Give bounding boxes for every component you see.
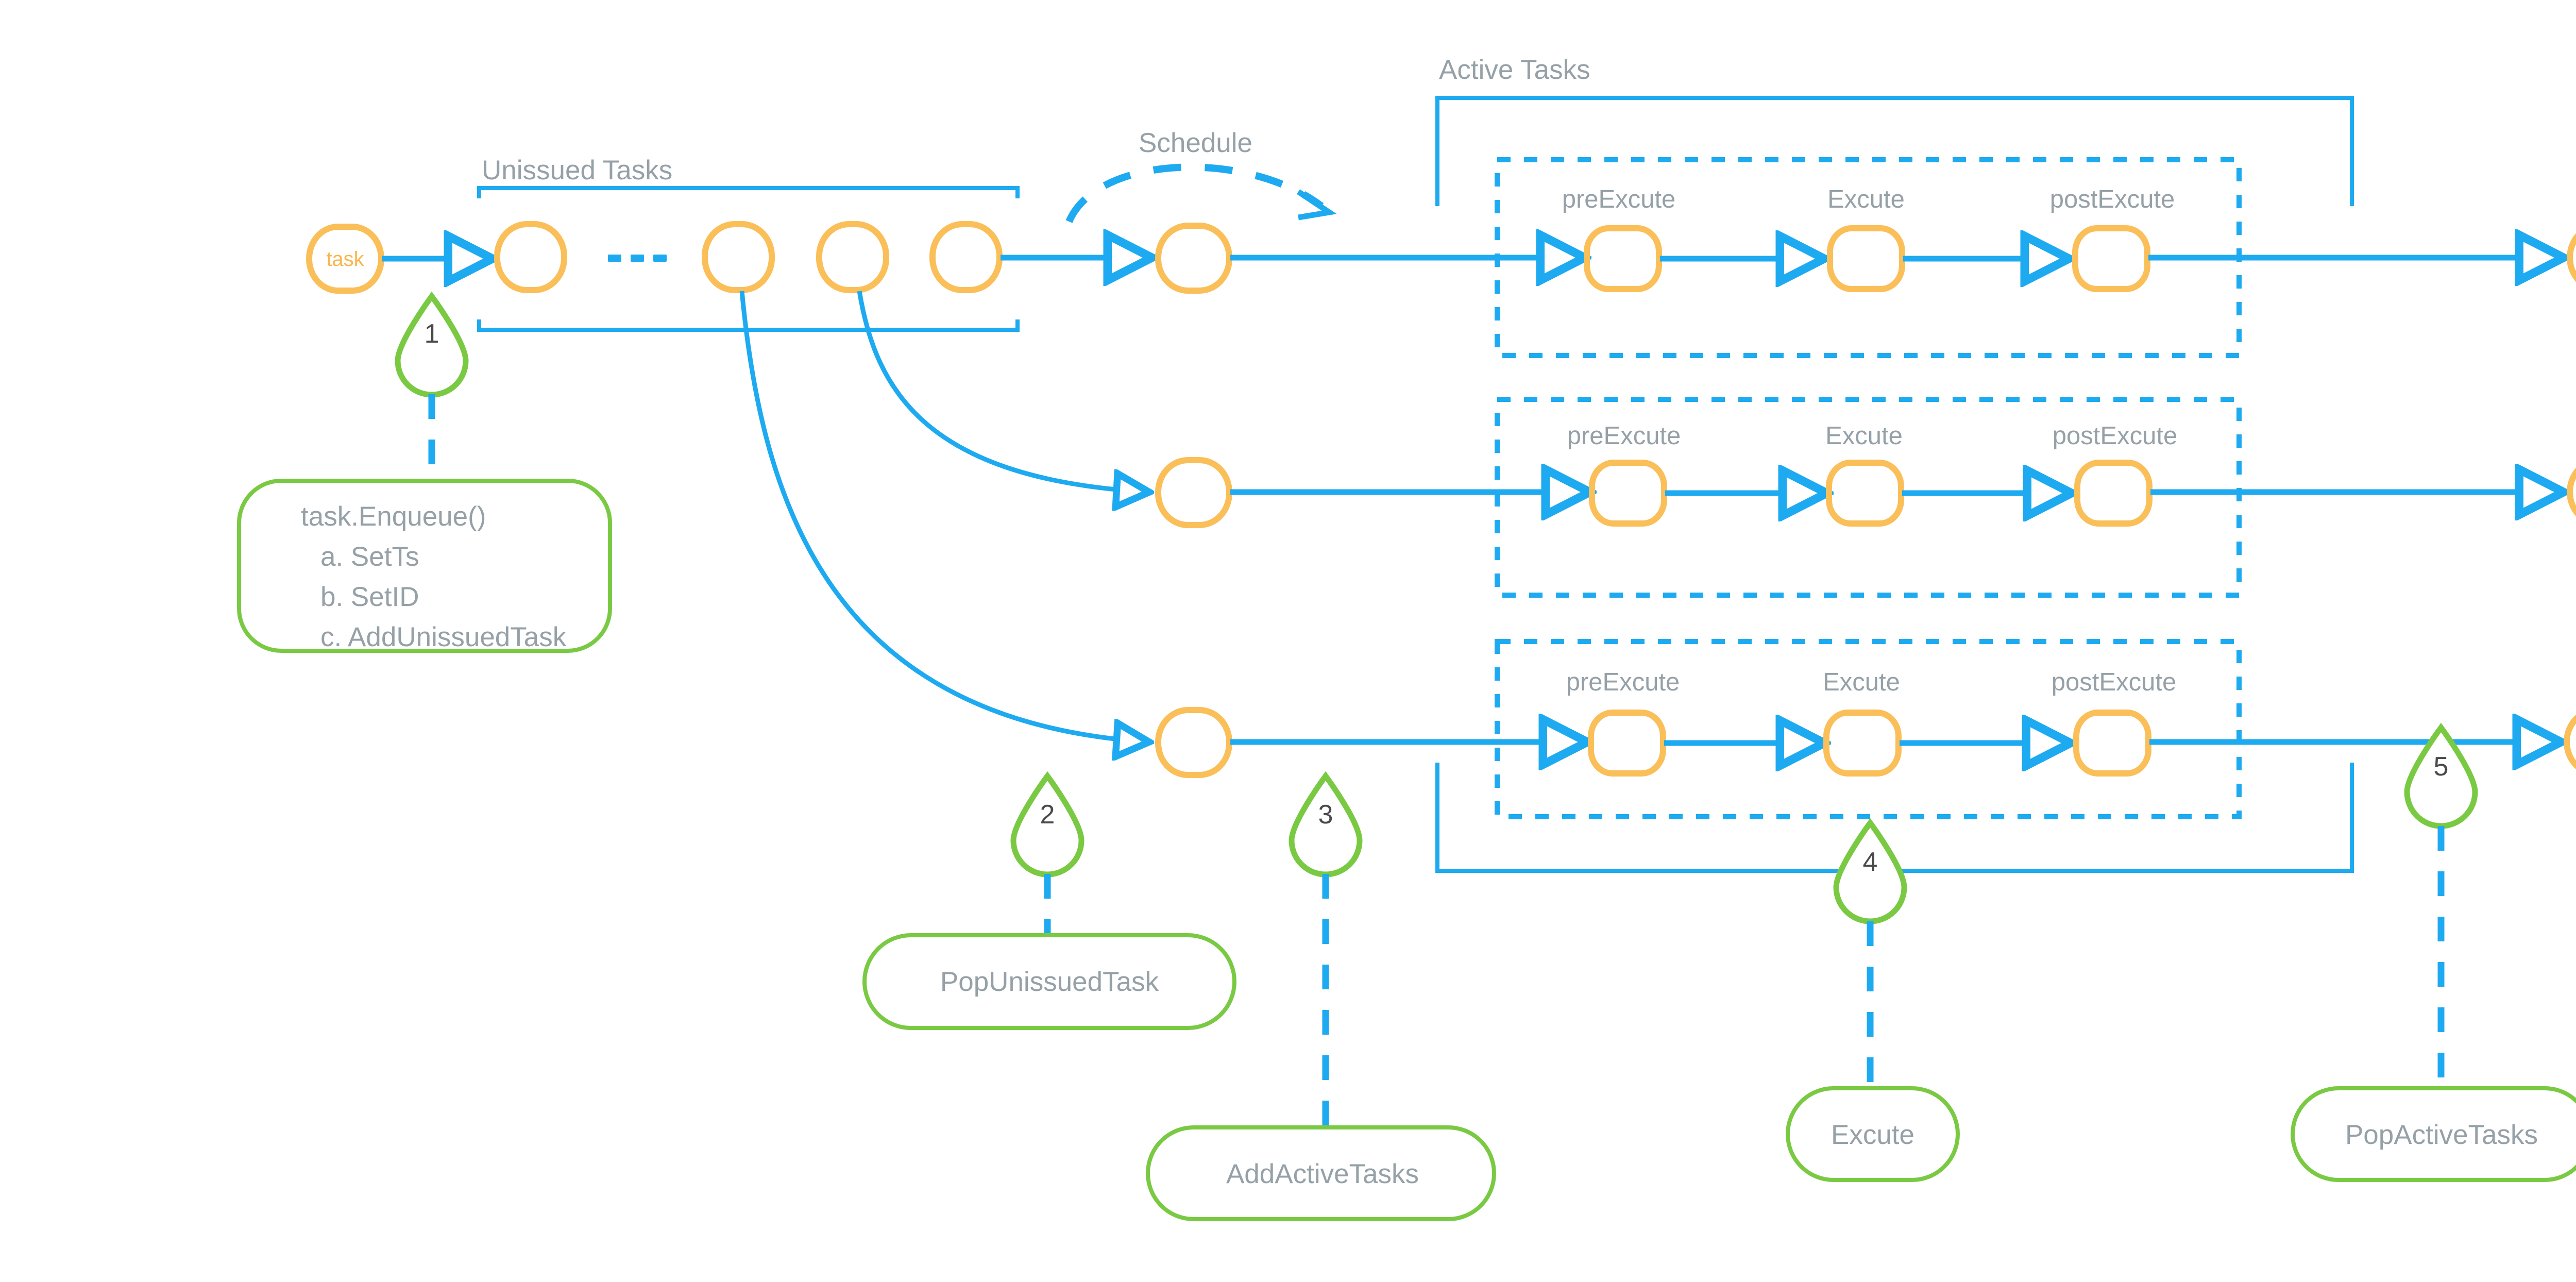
scheduled-node-row-1 bbox=[1155, 223, 1232, 294]
active-tasks-bracket bbox=[1435, 96, 2354, 873]
unissued-node-3 bbox=[816, 221, 889, 293]
marker-4-number: 4 bbox=[1863, 847, 1878, 877]
active-tasks-label: Active Tasks bbox=[1439, 55, 1590, 85]
unissued-tasks-bracket bbox=[477, 186, 1020, 332]
marker-4[interactable]: 4 bbox=[1833, 818, 1907, 924]
unissued-node-1 bbox=[494, 221, 567, 293]
callout-3-title: AddActiveTasks bbox=[1226, 1159, 1419, 1189]
callout-5-title: PopActiveTasks bbox=[2345, 1120, 2538, 1150]
seed-task-label: task bbox=[326, 248, 364, 271]
callout-1-title: task.Enqueue() bbox=[301, 501, 486, 532]
callout-5[interactable]: PopActiveTasks bbox=[2291, 1086, 2576, 1182]
seed-task-node: task bbox=[306, 224, 384, 294]
stage-node-mid-3 bbox=[1823, 710, 1902, 777]
completed-node-row-2 bbox=[2567, 467, 2576, 517]
scheduled-node-row-3 bbox=[1155, 707, 1232, 778]
unissued-tasks-label: Unissued Tasks bbox=[482, 155, 672, 185]
marker-2-number: 2 bbox=[1040, 800, 1055, 830]
callout-1-item-b: b. SetID bbox=[320, 582, 419, 612]
stage-label-mid-3: Excute bbox=[1823, 668, 1900, 696]
stage-label-post-1: postExcute bbox=[2050, 185, 2175, 213]
stage-node-pre-1 bbox=[1584, 225, 1662, 292]
stage-node-post-2 bbox=[2074, 460, 2153, 527]
stage-node-mid-1 bbox=[1827, 225, 1905, 292]
flow-curve-to-row-3 bbox=[739, 291, 1149, 742]
stage-label-pre-3: preExcute bbox=[1566, 668, 1680, 696]
stage-label-pre-2: preExcute bbox=[1567, 422, 1681, 450]
stage-label-post-2: postExcute bbox=[2053, 422, 2177, 450]
stage-node-post-1 bbox=[2072, 225, 2150, 292]
stage-label-mid-2: Excute bbox=[1825, 422, 1903, 450]
schedule-label: Schedule bbox=[1139, 128, 1252, 158]
marker-5[interactable]: 5 bbox=[2404, 722, 2478, 829]
stage-label-pre-1: preExcute bbox=[1562, 185, 1676, 213]
stage-node-pre-3 bbox=[1588, 710, 1666, 777]
callout-4-title: Excute bbox=[1831, 1120, 1914, 1150]
stage-node-mid-2 bbox=[1826, 460, 1904, 527]
callout-4[interactable]: Excute bbox=[1786, 1086, 1960, 1182]
marker-5-number: 5 bbox=[2434, 752, 2449, 782]
stage-label-mid-1: Excute bbox=[1827, 185, 1905, 213]
marker-1-number: 1 bbox=[425, 319, 439, 349]
callout-2[interactable]: PopUnissuedTask bbox=[862, 933, 1236, 1030]
unissued-node-4 bbox=[929, 221, 1003, 293]
callout-2-title: PopUnissuedTask bbox=[940, 967, 1159, 997]
callout-1-item-a: a. SetTs bbox=[320, 542, 419, 572]
queue-ellipsis-icon bbox=[608, 255, 667, 262]
marker-1[interactable]: 1 bbox=[395, 291, 469, 398]
schedule-arc bbox=[1065, 163, 1337, 223]
callout-1-item-c: c. AddUnissuedTask bbox=[320, 622, 567, 652]
unissued-node-2 bbox=[702, 221, 775, 293]
marker-3[interactable]: 3 bbox=[1289, 771, 1363, 878]
stage-node-post-3 bbox=[2073, 710, 2151, 777]
marker-3-number: 3 bbox=[1318, 800, 1333, 830]
stage-label-post-3: postExcute bbox=[2052, 668, 2176, 696]
completed-node-row-1 bbox=[2567, 233, 2576, 282]
marker-2[interactable]: 2 bbox=[1010, 771, 1084, 878]
completed-node-row-3 bbox=[2564, 714, 2576, 770]
callout-3[interactable]: AddActiveTasks bbox=[1146, 1125, 1496, 1221]
scheduled-node-row-2 bbox=[1155, 457, 1232, 528]
active-task-box-row-2 bbox=[1495, 397, 2242, 598]
flow-curve-to-row-2 bbox=[857, 291, 1149, 492]
stage-node-pre-2 bbox=[1589, 460, 1667, 527]
active-task-box-row-3 bbox=[1495, 639, 2242, 819]
callout-1[interactable]: task.Enqueue() a. SetTs b. SetID c. AddU… bbox=[237, 479, 612, 653]
